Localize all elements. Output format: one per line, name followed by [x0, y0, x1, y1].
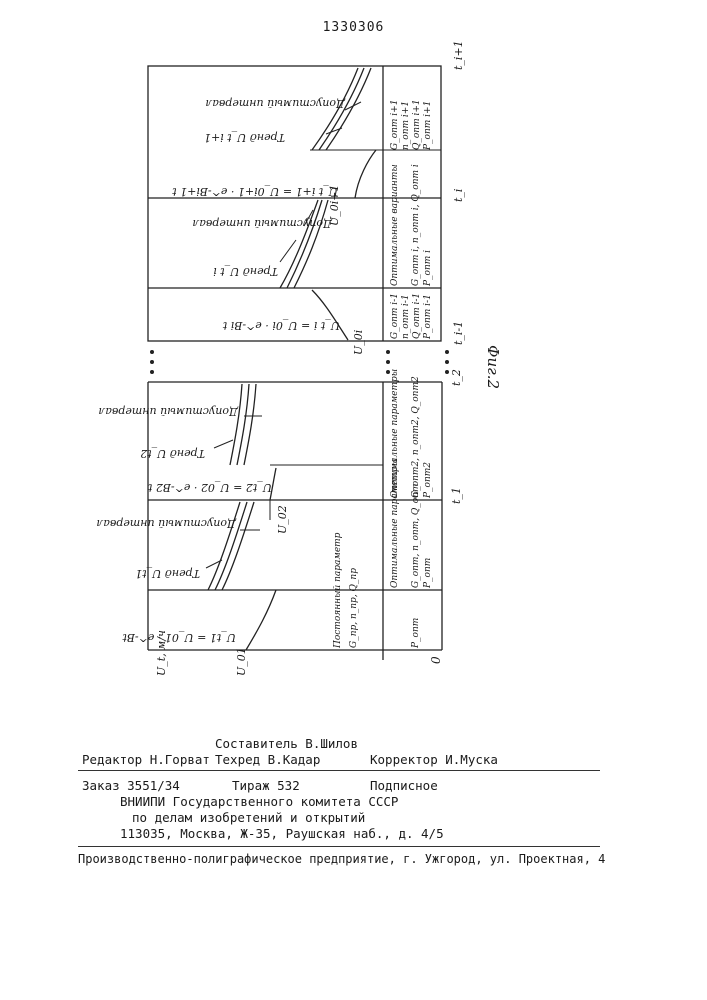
params-1-title: Оптимальные параметры [390, 459, 400, 588]
start-2-label: U_02 [276, 505, 289, 534]
trend-2-label: Тренд U_t2 [140, 447, 205, 460]
params-0-2: G_пр, n_пр, Q_пр [349, 568, 359, 648]
lower-panel-labels: Тренд U_t2 Допустимый интервал U_t2 = U_… [96, 405, 289, 676]
params-0-1: Постоянный параметр [333, 532, 343, 649]
params-prev-4: P_опт i-1 [423, 294, 433, 340]
trend-cur-label: Тренд U_t i [213, 265, 278, 278]
org-line-2: по делам изобретений и открытий [132, 810, 365, 825]
time-mark-t1: t_1 [450, 487, 463, 504]
time-mark-ti-1: t_i-1 [452, 321, 465, 345]
time-mark-t2: t_2 [450, 369, 463, 386]
formula-2: U_t2 = U_02 · e^-B2 t [147, 481, 272, 494]
formula-cur: U_t i = U_0i · e^-Bi t [222, 319, 340, 332]
params-prev-3: Q_опт i-1 [412, 293, 422, 339]
params-2-1: G_опт2, n_опт2, Q_опт2 [411, 376, 421, 498]
params-cur-title: Оптимальные варианты [390, 164, 400, 286]
params-1-1: G_опт, n_опт, Q_опт [411, 483, 421, 588]
time-mark-ti1: t_i+1 [452, 40, 465, 70]
org-line-3: 113035, Москва, Ж-35, Раушская наб., д. … [120, 826, 444, 841]
lower-time-marks: t_2 t_1 [450, 369, 463, 504]
circulation: Тираж 532 [232, 778, 300, 793]
compiler: Составитель В.Шилов [215, 736, 358, 751]
params-next-2: n_опт i+1 [401, 101, 411, 150]
params-next-4: P_опт i+1 [423, 101, 433, 151]
tolerance-2-label: Допустимый интервал [98, 405, 239, 418]
params-next-3: Q_опт i+1 [412, 99, 422, 150]
editor: Редактор Н.Горват [82, 752, 210, 767]
origin-label: 0 [429, 656, 443, 664]
trend-1-label: Тренд U_t1 [135, 567, 200, 580]
figure-2: Тренд U_t i+1 Допустимый интервал U_t i+… [0, 0, 707, 740]
params-prev-2: n_опт i-1 [401, 294, 411, 339]
axis-label: U_t, м/ч [155, 630, 168, 676]
divider-2 [78, 846, 600, 847]
trend-next-label: Тренд U_t i+1 [204, 131, 285, 144]
start-1-label: U_01 [235, 647, 248, 676]
corrector: Корректор И.Муска [370, 752, 498, 767]
divider-1 [78, 770, 600, 771]
order: Заказ 3551/34 [82, 778, 180, 793]
org-line-1: ВНИИПИ Государственного комитета СССР [120, 794, 398, 809]
formula-next: U_t i+1 = U_0i+1 · e^-Bi+1 t [172, 185, 338, 198]
formula-1: U_t1 = U_01 · e^-Bt [122, 631, 236, 644]
figure-caption: Фиг.2 [484, 345, 502, 389]
params-0-3: P_опт [411, 618, 421, 649]
tolerance-next-label: Допустимый интервал [205, 97, 346, 110]
time-mark-ti: t_i [452, 189, 465, 202]
params-cur-2: P_опт i [423, 250, 433, 287]
tolerance-cur-label: Допустимый интервал [192, 217, 333, 230]
params-2-2: P_опт2 [423, 462, 433, 499]
params-cur-1: G_опт i, n_опт i, Q_опт i [411, 164, 421, 286]
params-1-2: P_опт [423, 558, 433, 589]
techred: Техред В.Кадар [215, 752, 320, 767]
printer: Производственно-полиграфическое предприя… [78, 852, 605, 866]
panel-break-dots [150, 350, 449, 374]
subscription: Подписное [370, 778, 438, 793]
start-cur-label: U_0i [352, 330, 365, 355]
tolerance-1-label: Допустимый интервал [96, 517, 237, 530]
upper-params: G_опт i+1 n_опт i+1 Q_опт i+1 P_опт i+1 … [390, 99, 433, 340]
params-prev-1: G_опт i-1 [390, 293, 400, 339]
upper-time-marks: t_i+1 t_i t_i-1 [452, 40, 465, 345]
params-next-1: G_опт i+1 [390, 100, 400, 150]
